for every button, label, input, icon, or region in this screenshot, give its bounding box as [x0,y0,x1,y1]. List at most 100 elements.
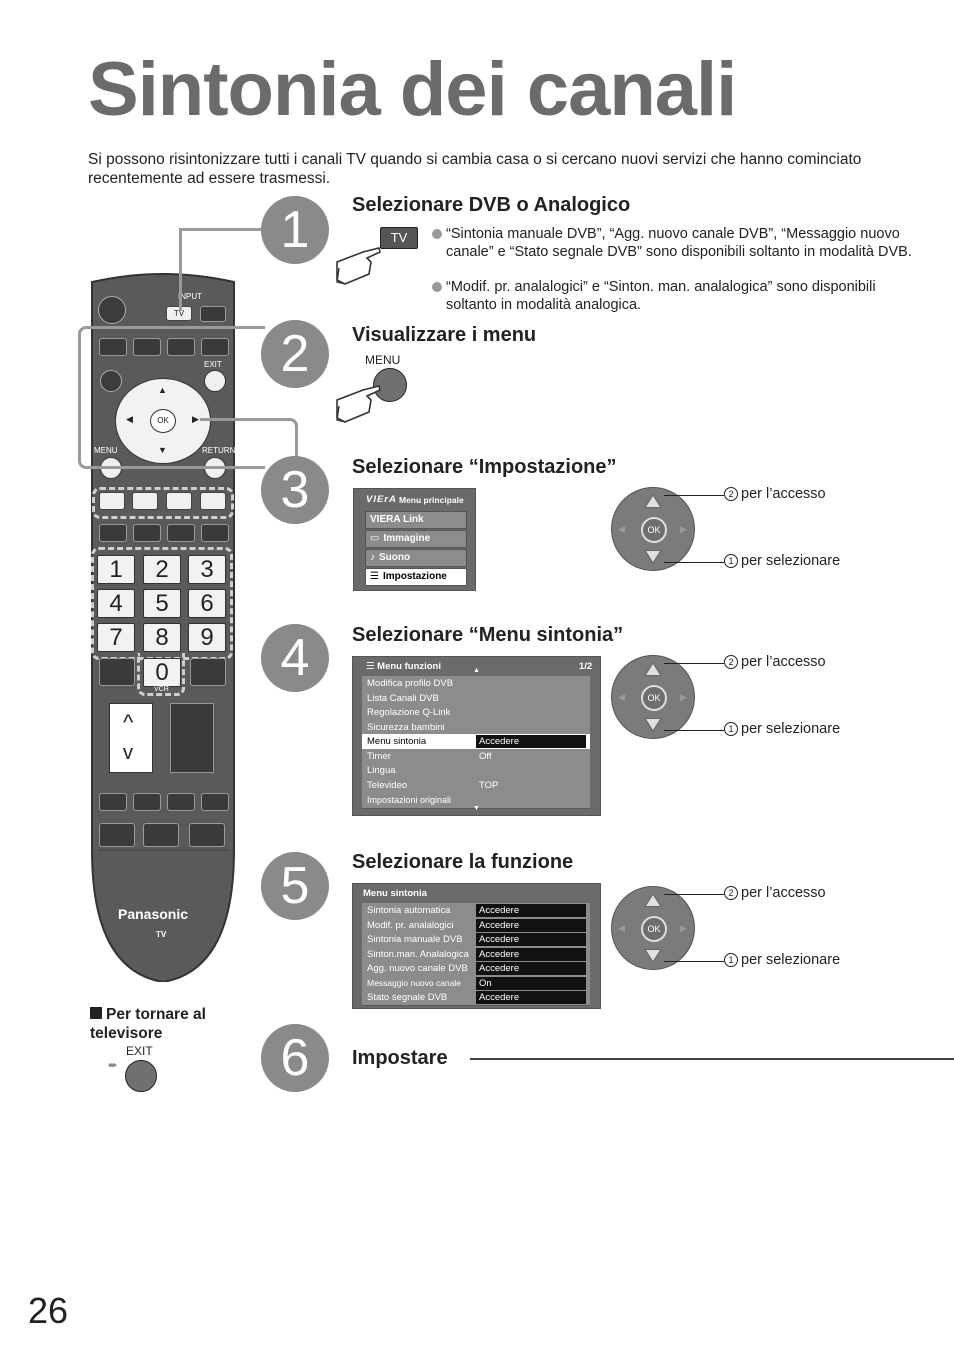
remote-button[interactable] [99,524,127,542]
function-menu-row[interactable]: Impostazioni originali [362,793,590,809]
step-3-heading: Selezionare “Impostazione” [352,456,617,478]
num-button-4[interactable]: 4 [97,589,135,618]
nav-pad-step-5: ◀ ▶ OK [611,886,695,970]
back-to-tv-note: Per tornare al televisore [90,1005,240,1043]
exit-label: EXIT [204,360,222,369]
arrow-right-icon: ➨ [108,1058,119,1072]
circled-number: 1 [724,554,738,568]
access-text: per l’accesso [741,885,826,901]
remote-button[interactable] [133,793,161,811]
remote-button[interactable] [201,524,229,542]
main-menu-item-viera-link[interactable]: VIERA Link [365,511,467,529]
remote-button[interactable] [100,370,122,392]
bullet-text: “Sintonia manuale DVB”, “Agg. nuovo cana… [446,226,912,260]
picture-icon: ▭ [370,533,380,544]
ok-button: OK [641,916,667,942]
remote-button[interactable] [99,658,135,686]
num-button-7[interactable]: 7 [97,623,135,652]
access-text: per l’accesso [741,486,826,502]
remote-button[interactable] [190,658,226,686]
circled-number: 1 [724,953,738,967]
num-button-0[interactable]: 0 [143,658,181,687]
function-menu-row[interactable]: Regolazione Q-Link [362,705,590,721]
menu-item-label: Suono [379,552,411,563]
remote-button[interactable] [99,823,135,847]
remote-button[interactable] [167,793,195,811]
back-note-text: Per tornare al televisore [90,1006,206,1042]
volume-rocker[interactable] [170,703,214,773]
function-menu-title: ☰ Menu funzioni [366,661,441,672]
tuning-menu-title: Menu sintonia [363,888,427,899]
function-menu-row[interactable]: Modifica profilo DVB [362,676,590,692]
channel-rocker[interactable]: ^ v [109,703,153,773]
list-icon: ☰ [370,571,379,582]
music-note-icon: ♪ [370,552,375,563]
vcr-label: VCR [154,686,169,693]
num-button-5[interactable]: 5 [143,589,181,618]
main-menu-item-suono[interactable]: ♪ Suono [365,549,467,567]
remote-button[interactable] [143,823,179,847]
step-2-heading: Visualizzare i menu [352,324,537,346]
channel-up-icon: ^ [123,710,134,735]
input-button[interactable] [200,306,226,322]
select-text: per selezionare [741,721,841,737]
num-button-9[interactable]: 9 [188,623,226,652]
function-menu-row[interactable]: Lingua [362,763,590,779]
remote-button[interactable] [201,793,229,811]
remote-button[interactable] [133,524,161,542]
green-button[interactable] [132,492,158,510]
num-button-3[interactable]: 3 [188,555,226,584]
step-number-1: 1 [261,196,329,264]
exit-button[interactable] [204,370,226,392]
yellow-button[interactable] [166,492,192,510]
arrow-up-icon [644,893,662,907]
remote-button[interactable] [99,338,127,356]
arrow-down-icon [644,949,662,963]
leader-line [664,562,724,563]
remote-ok-button[interactable]: OK [150,409,176,433]
connector-line [200,418,298,461]
main-menu-item-immagine[interactable]: ▭Immagine [365,530,467,548]
main-menu-item-impostazione[interactable]: ☰Impostazione [365,568,467,586]
arrow-up-icon [644,662,662,676]
page-indicator: 1/2 [579,661,593,672]
arrow-right-icon: ▶ [680,923,687,933]
circled-number: 2 [724,487,738,501]
access-text: per l’accesso [741,654,826,670]
menu-label: MENU [94,446,118,455]
remote-button[interactable] [201,338,229,356]
remote-button[interactable] [167,338,195,356]
power-button[interactable] [98,296,126,324]
remote-button[interactable] [189,823,225,847]
num-button-8[interactable]: 8 [143,623,181,652]
red-button[interactable] [99,492,125,510]
remote-button[interactable] [99,793,127,811]
leader-line [664,495,724,496]
arrow-right-icon: ▶ [680,692,687,702]
menu-key-button [373,368,407,402]
function-menu-panel: ☰ Menu funzioni 1/2 ▲ Modifica profilo D… [352,656,601,816]
blue-button[interactable] [200,492,226,510]
num-button-6[interactable]: 6 [188,589,226,618]
ok-button: OK [641,685,667,711]
remote-nav-pad[interactable]: OK ▲ ▼ ◀ ▶ [115,378,211,464]
arrow-left-icon: ◀ [618,692,625,702]
viera-logo: VIErA [366,494,397,505]
num-button-2[interactable]: 2 [143,555,181,584]
remote-button[interactable] [167,524,195,542]
num-button-1[interactable]: 1 [97,555,135,584]
remote-button[interactable] [133,338,161,356]
pointing-hand-icon [336,385,381,423]
connector-line [179,228,264,311]
